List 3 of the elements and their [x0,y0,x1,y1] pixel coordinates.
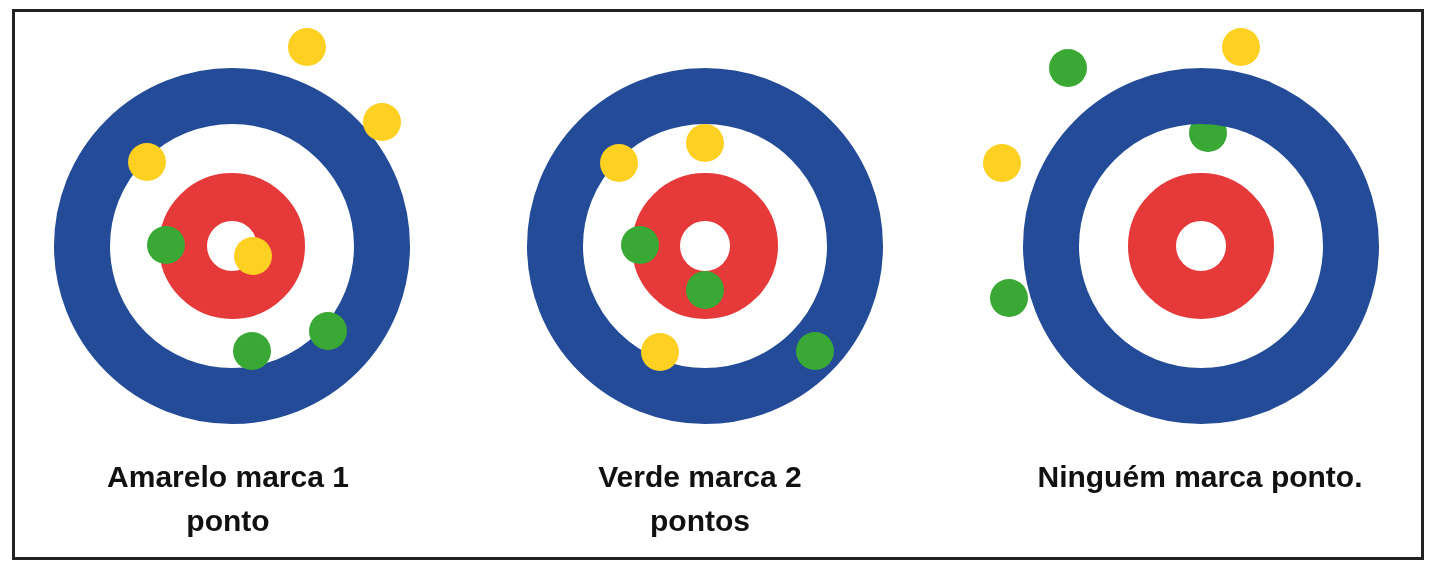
caption-text: Ninguém marca ponto. [1036,459,1364,495]
caption-text: Verde marca 2 pontos [597,459,803,539]
caption-text: Amarelo marca 1 ponto [106,459,350,539]
